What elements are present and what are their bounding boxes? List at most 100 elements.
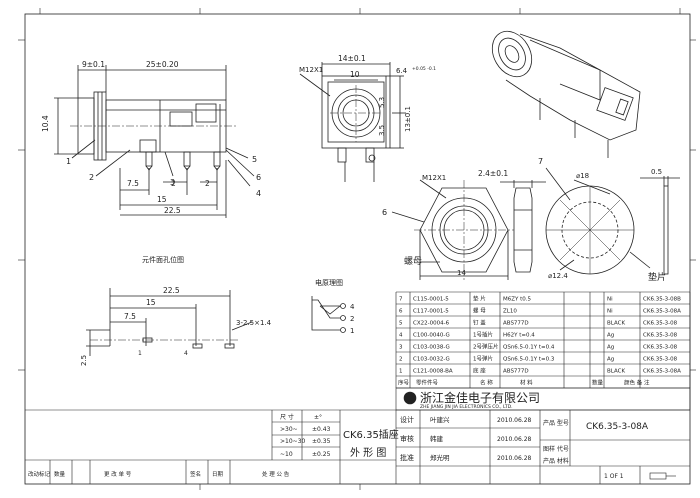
bom-cell: 7 — [399, 297, 403, 303]
front-view-text: 14±0.1 10 M12X1 6.4 +0.05 -0.1 5.3 3.5 1… — [299, 54, 436, 136]
name-review: 韩建 — [430, 434, 444, 443]
pcb-title: 元件面孔位图 — [142, 255, 184, 264]
balloon-nut-6: 6 — [382, 208, 387, 217]
drawing-no-label: 图样 代号 — [543, 445, 569, 453]
pcb-pin-label-4: 4 — [184, 350, 188, 357]
pcb-holes-spec: 3-2.5×1.4 — [236, 319, 272, 327]
rev-h0: 改动标记 — [28, 470, 51, 478]
circuit-title: 电原理图 — [315, 278, 343, 287]
rev-h4: 日期 — [212, 471, 224, 478]
date-review: 2010.06.28 — [497, 436, 532, 443]
tol-r3: ~10 — [280, 451, 293, 458]
bom-cell: 6 — [399, 309, 403, 315]
tol-r2: >10~30 — [280, 438, 306, 445]
bom-header-cell: 数量 — [592, 379, 604, 387]
circuit-diagram — [311, 296, 346, 333]
bom-cell: 2号弹压片 — [473, 343, 499, 351]
dim-18: ⌀18 — [576, 172, 589, 180]
tol-r1: >30~ — [280, 426, 298, 433]
bom-cell: C103-0032-G — [413, 357, 450, 363]
bom-cell: 1 — [399, 369, 403, 375]
nut-views — [391, 179, 546, 280]
circuit-pin-1: 1 — [350, 327, 354, 335]
rev-h3: 签名 — [190, 470, 201, 478]
dim-13: 13±0.1 — [404, 106, 412, 132]
balloon-3: 3 — [170, 178, 175, 187]
bom-cell: CK6.35-3-08B — [643, 297, 681, 303]
role-approve: 批准 — [400, 453, 414, 462]
name-approve: 郑光明 — [430, 453, 450, 462]
title-block-text: 浙江金佳电子有限公司 ZHE JIANG JIN JIA ELECTRONICS… — [28, 390, 649, 480]
bom-cell: CK6.35-3-08A — [643, 309, 681, 315]
balloon-2: 2 — [89, 173, 94, 182]
bom-cell: 2 — [399, 357, 403, 363]
dim-9: 9±0.1 — [82, 60, 105, 69]
bom-header-cell: 颜色 备 注 — [624, 379, 650, 387]
balloon-1: 1 — [66, 157, 71, 166]
bom-cell: C103-0038-G — [413, 345, 450, 351]
dim-2a: 2 — [171, 179, 176, 188]
bom-cell: CX22-0004-6 — [413, 321, 450, 327]
washer-views — [545, 167, 680, 275]
bom-cell: 钉 盖 — [473, 319, 486, 327]
product-value: CK6.35-3-08A — [586, 422, 649, 432]
thread-m12b: M12X1 — [422, 174, 446, 182]
dim-3-5: 3.5 — [378, 125, 386, 136]
rev-h2: 更 改 单 号 — [104, 470, 132, 478]
bom-cell: CK6.35-3-08 — [643, 321, 678, 327]
bom-cell: CK6.35-3-08A — [643, 369, 681, 375]
bom-cell: 螺 母 — [473, 307, 486, 315]
material-label: 产品 材料 — [543, 457, 569, 465]
dim-22-5: 22.5 — [164, 206, 181, 215]
title-line1: CK6.35插座 — [343, 428, 399, 441]
bom-cell: H62Y t=0.4 — [503, 333, 535, 339]
bom-cell: Ag — [607, 357, 614, 363]
dim-12-4: ⌀12.4 — [548, 272, 568, 280]
role-design: 设计 — [400, 415, 414, 424]
bom-cell: C100-0040-G — [413, 333, 450, 339]
dim-6-4-tol: +0.05 -0.1 — [412, 66, 436, 72]
bom-cell: 4 — [399, 333, 403, 339]
bom-cell: BLACK — [607, 369, 625, 375]
bom-cell: CK6.35-3-08 — [643, 345, 678, 351]
product-label: 产品 型号 — [543, 419, 569, 427]
dim-10: 10 — [350, 70, 360, 79]
balloon-4: 4 — [256, 189, 261, 198]
balloon-6: 6 — [256, 173, 261, 182]
dim-14: 14±0.1 — [338, 54, 366, 63]
side-view-text: 9±0.1 25±0.20 10.4 7.5 2 2 15 22.5 1 2 3… — [41, 60, 261, 215]
bom-cell: Ni — [607, 309, 613, 315]
rev-h1: 数量 — [54, 470, 66, 478]
bom-cell: M6ZY t0.5 — [503, 297, 532, 303]
bom-cell: QSn6.5-0.1Y t=0.4 — [503, 345, 555, 351]
circuit-pin-2: 2 — [350, 315, 354, 323]
company-name-en: ZHE JIANG JIN JIA ELECTRONICS CO., LTD. — [420, 404, 513, 410]
bom-header-cell: 零件件号 — [416, 379, 439, 387]
bom-cell: Ag — [607, 333, 614, 339]
bom-cell: CK6.35-3-08 — [643, 333, 678, 339]
bom-cell: QSn6.5-0.1Y t=0.3 — [503, 357, 555, 363]
washer-text: 7 ⌀18 0.5 ⌀12.4 垫片 — [538, 157, 666, 283]
name-design: 叶建兴 — [430, 415, 450, 424]
bom-cell: ZL10 — [503, 309, 517, 315]
bom-cell: BLACK — [607, 321, 625, 327]
dim-7-5: 7.5 — [127, 179, 139, 188]
pcb-dim-15: 15 — [146, 298, 156, 307]
bom-cell: 1号弹片 — [473, 355, 493, 363]
dim-2b: 2 — [205, 179, 210, 188]
dim-15: 15 — [157, 195, 167, 204]
bom-cell: 垫 片 — [473, 295, 486, 303]
pcb-dim-22-5: 22.5 — [163, 286, 180, 295]
bom-cell: ABS777D — [503, 369, 529, 375]
pcb-text: 元件面孔位图 22.5 15 7.5 2.5 3-2.5×1.4 1 4 — [80, 255, 272, 366]
date-design: 2010.06.28 — [497, 417, 532, 424]
bom-cell: C115-0001-5 — [413, 297, 449, 303]
rev-h5: 处 理 公 告 — [262, 470, 290, 478]
tol-r1v: ±0.43 — [312, 426, 331, 433]
frame-ticks — [18, 8, 696, 490]
bom-cell: C121-0008-BA — [413, 369, 453, 375]
circuit-pin-4: 4 — [350, 303, 355, 311]
